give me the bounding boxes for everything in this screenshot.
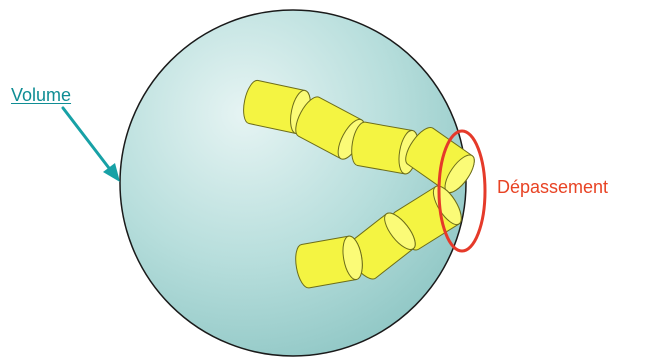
volume-arrow bbox=[63, 108, 120, 182]
overflow-label: Dépassement bbox=[497, 176, 608, 198]
volume-label: Volume bbox=[11, 84, 71, 106]
sphere-volume bbox=[120, 10, 466, 356]
